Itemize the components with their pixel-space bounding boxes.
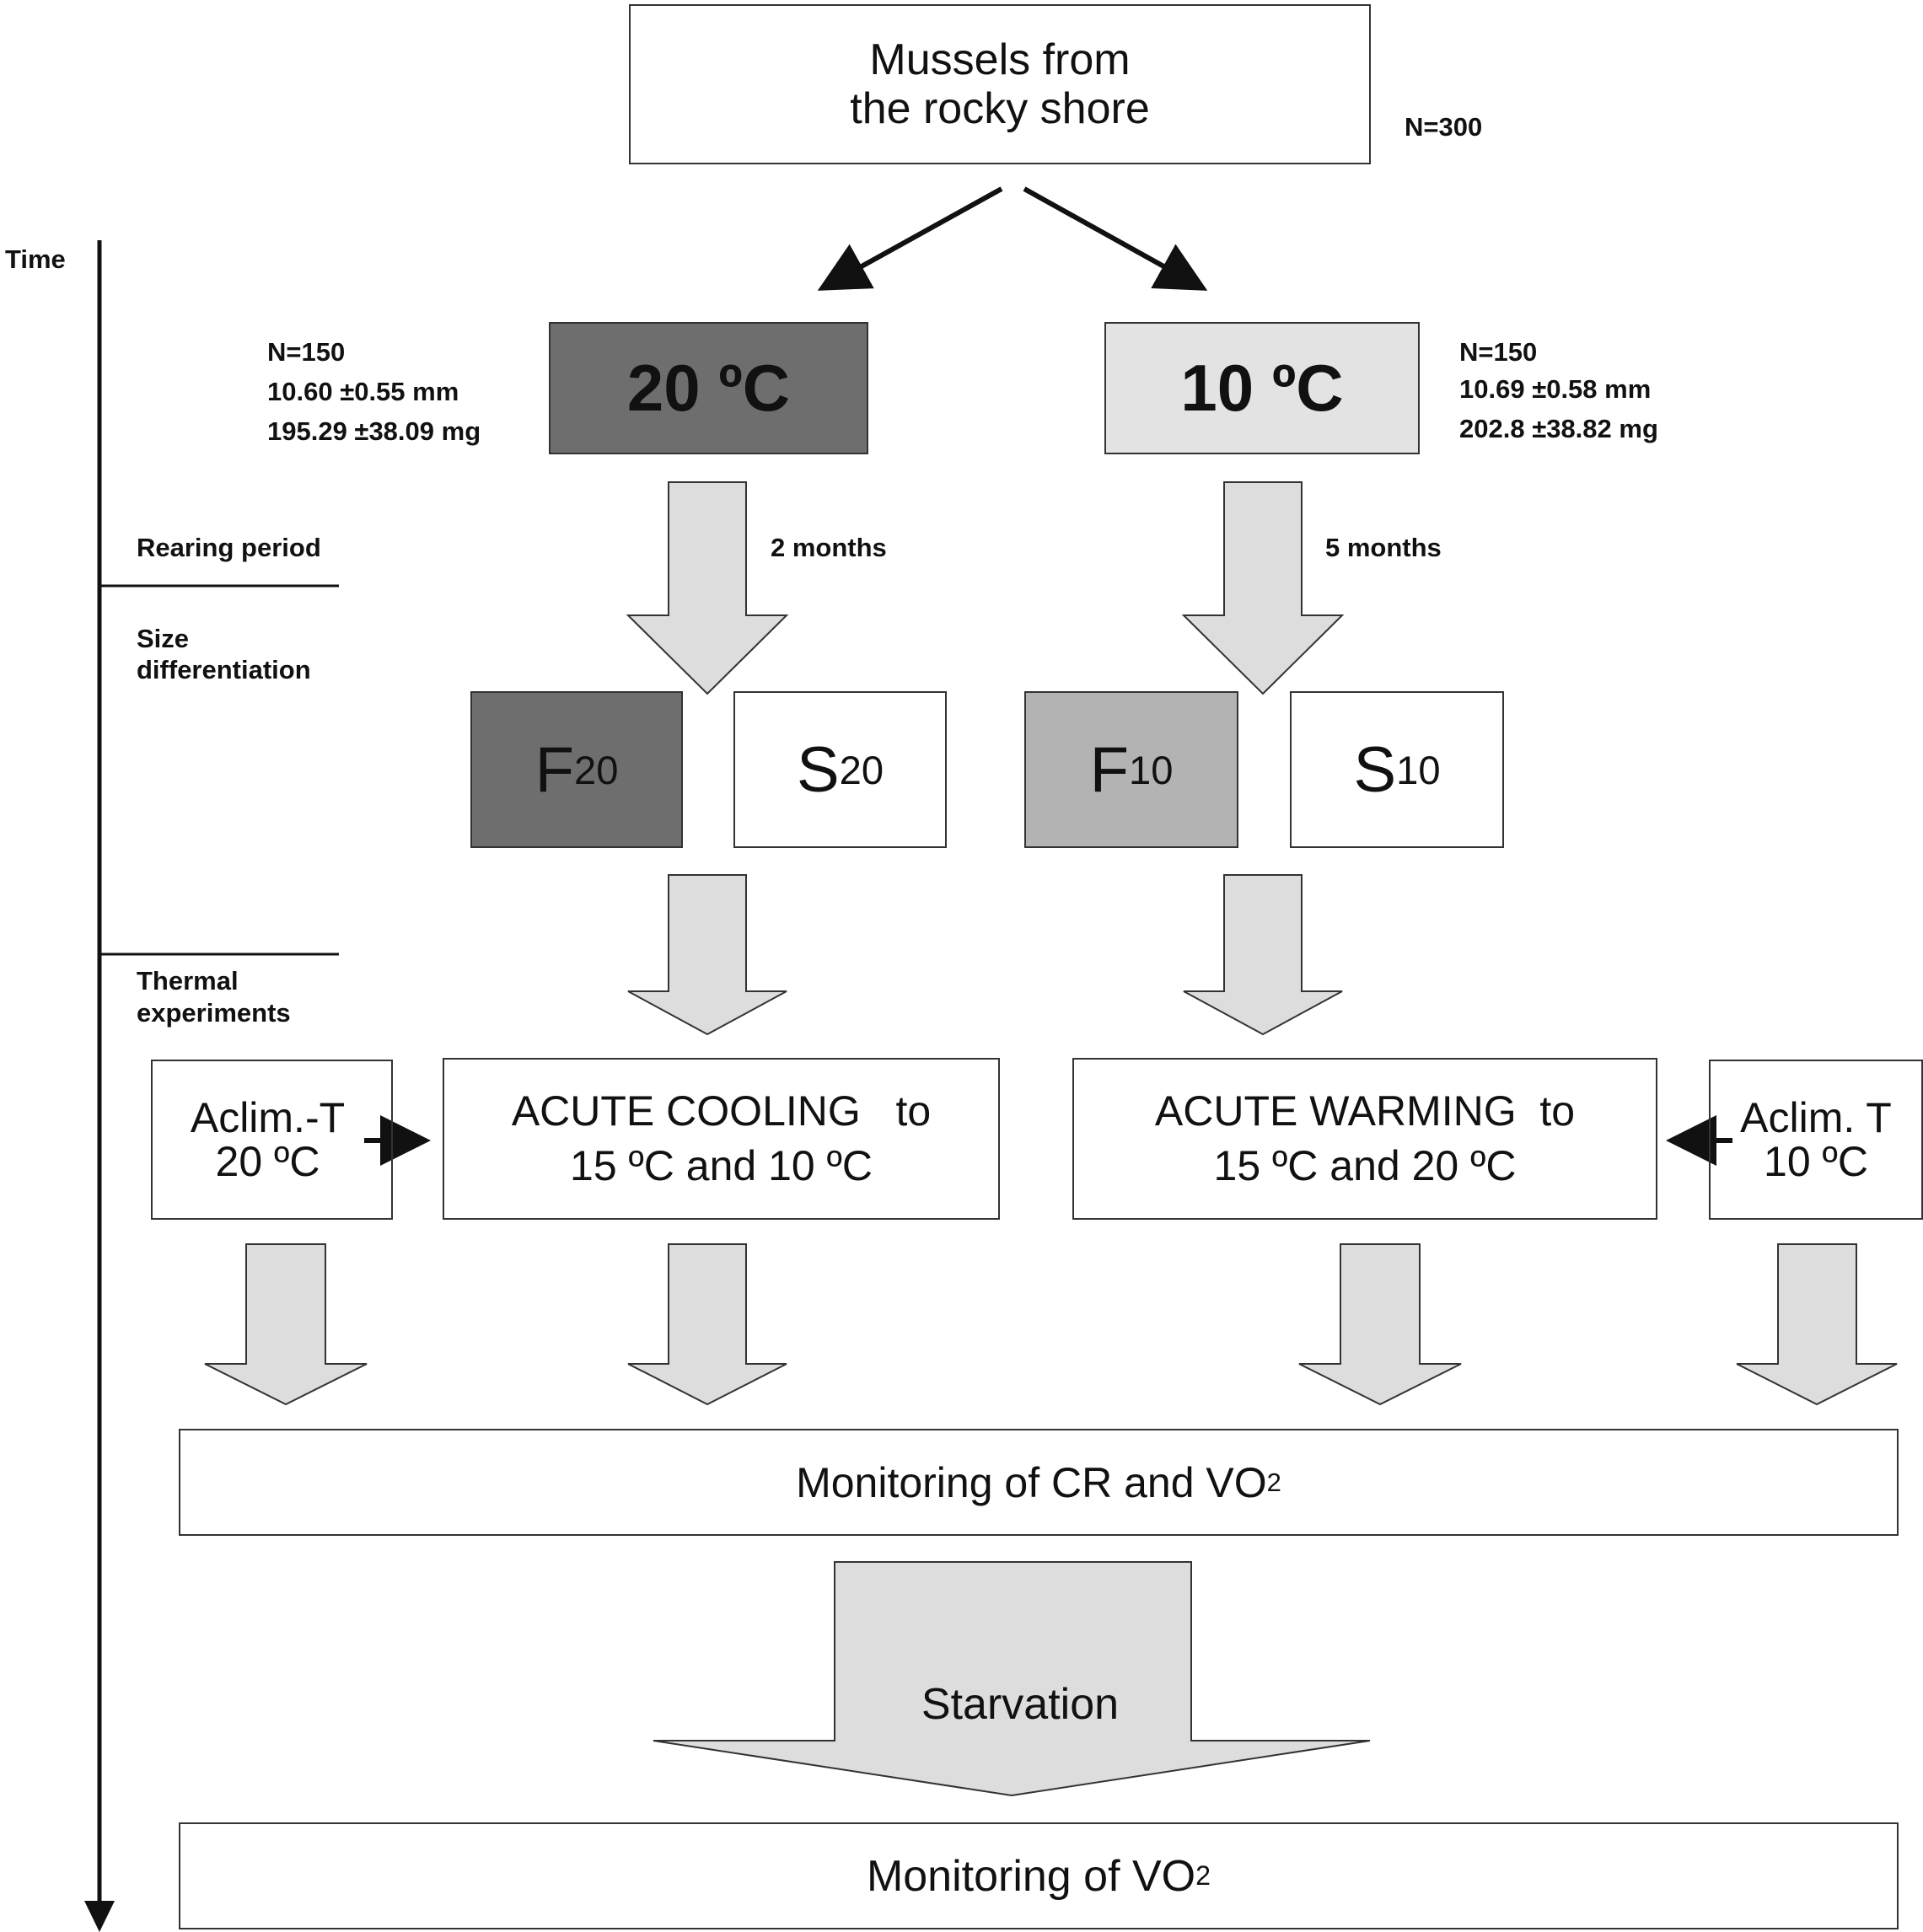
block-arrow-thermal-10 bbox=[1183, 874, 1343, 1036]
block-arrow-warming bbox=[1298, 1243, 1462, 1406]
cooling-line2: 15 ºC and 10 ºC bbox=[570, 1142, 873, 1189]
group10-n: N=150 bbox=[1459, 337, 1538, 367]
monitoring-cr-vo2-sub: 2 bbox=[1266, 1467, 1281, 1497]
split-arrow-right bbox=[1023, 186, 1208, 291]
group10-box: 10 ºC bbox=[1104, 322, 1420, 454]
phase-thermal-label-line1: Thermal bbox=[137, 966, 239, 996]
group10-size: 10.69 ±0.58 mm bbox=[1459, 374, 1652, 404]
slow-20-sub: 20 bbox=[839, 747, 884, 792]
phase-rearing-label: Rearing period bbox=[137, 533, 321, 562]
total-n-label: N=300 bbox=[1405, 112, 1483, 142]
cooling-box: ACUTE COOLING to 15 ºC and 10 ºC bbox=[443, 1058, 1000, 1220]
source-box: Mussels from the rocky shore bbox=[629, 4, 1371, 164]
aclim-left-line2: 20 ºC bbox=[215, 1138, 320, 1185]
monitoring-vo2-sub: 2 bbox=[1195, 1860, 1211, 1891]
aclim-left-box: Aclim.-T 20 ºC bbox=[151, 1060, 393, 1220]
group10-label: 10 ºC bbox=[1180, 351, 1344, 425]
time-axis-label: Time bbox=[5, 244, 66, 274]
cooling-line1: ACUTE COOLING to bbox=[511, 1087, 932, 1135]
fast-20-letter: F bbox=[534, 733, 575, 806]
aclim-left-line1: Aclim.-T bbox=[190, 1093, 346, 1141]
group20-size: 10.60 ±0.55 mm bbox=[267, 377, 459, 406]
phase-thermal-label-line2: experiments bbox=[137, 998, 291, 1028]
phase-size-label-line2: differentiation bbox=[137, 655, 311, 684]
split-arrow-left bbox=[817, 186, 1003, 291]
warming-line1: ACUTE WARMING to bbox=[1154, 1087, 1576, 1135]
fast-10-letter: F bbox=[1089, 733, 1130, 806]
group10-duration: 5 months bbox=[1325, 533, 1442, 562]
phase-size-label-line1: Size bbox=[137, 624, 190, 653]
warming-line2: 15 ºC and 20 ºC bbox=[1213, 1142, 1517, 1189]
monitoring-cr-vo2-text: Monitoring of CR and VO bbox=[796, 1458, 1267, 1506]
slow-10-letter: S bbox=[1353, 733, 1397, 806]
block-arrow-starvation bbox=[653, 1561, 1371, 1797]
warming-box: ACUTE WARMING to 15 ºC and 20 ºC bbox=[1072, 1058, 1657, 1220]
block-arrow-aclim-right bbox=[1736, 1243, 1898, 1406]
group20-label: 20 ºC bbox=[626, 351, 791, 425]
block-arrow-rearing-20 bbox=[626, 481, 789, 695]
block-arrow-rearing-10 bbox=[1181, 481, 1345, 695]
group10-weight: 202.8 ±38.82 mg bbox=[1459, 414, 1658, 443]
fast-10-sub: 10 bbox=[1129, 747, 1174, 792]
group20-weight: 195.29 ±38.09 mg bbox=[267, 416, 481, 446]
slow-20-letter: S bbox=[796, 733, 840, 806]
time-axis-arrowhead bbox=[84, 1901, 115, 1932]
starvation-label: Starvation bbox=[921, 1680, 1120, 1729]
aclim-right-line1: Aclim. T bbox=[1740, 1093, 1892, 1141]
block-arrow-thermal-20 bbox=[627, 874, 787, 1036]
group20-duration: 2 months bbox=[771, 533, 887, 562]
group20-box: 20 ºC bbox=[549, 322, 868, 454]
block-arrow-aclim-left bbox=[204, 1243, 368, 1406]
aclim-right-line2: 10 ºC bbox=[1764, 1138, 1868, 1185]
fast-20-sub: 20 bbox=[574, 747, 619, 792]
slow-10-sub: 10 bbox=[1396, 747, 1441, 792]
aclim-right-box: Aclim. T 10 ºC bbox=[1709, 1060, 1923, 1220]
group20-n: N=150 bbox=[267, 337, 346, 367]
source-title-line1: Mussels from bbox=[869, 35, 1131, 84]
block-arrow-cooling bbox=[627, 1243, 787, 1406]
monitoring-vo2-text: Monitoring of VO bbox=[866, 1851, 1196, 1901]
source-title-line2: the rocky shore bbox=[850, 84, 1150, 133]
